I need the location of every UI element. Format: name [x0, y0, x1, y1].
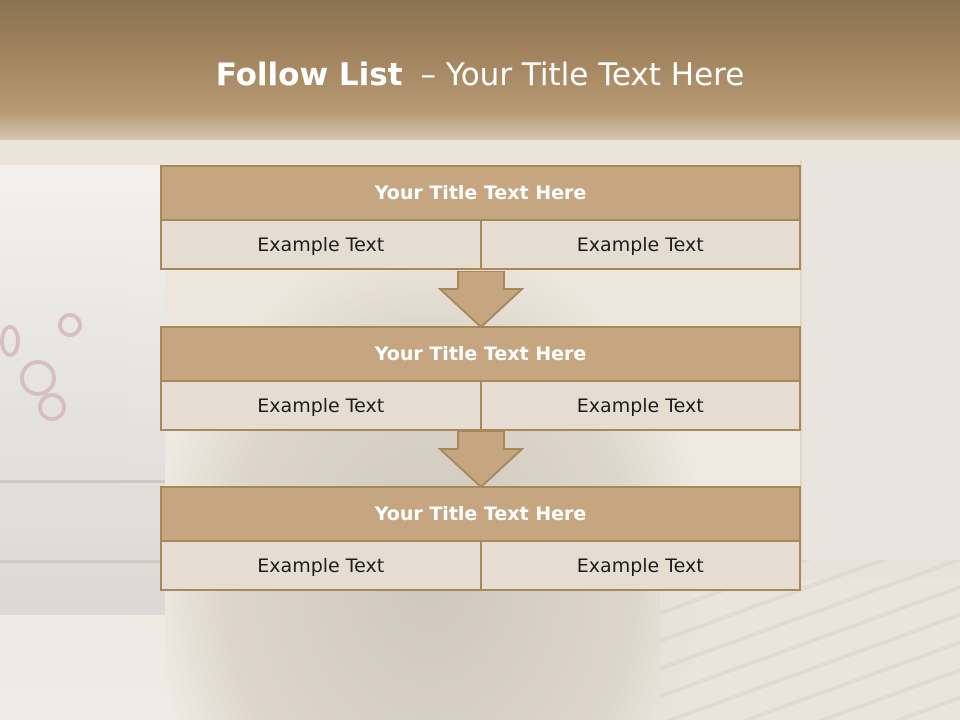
storefront [0, 165, 165, 615]
slide-title: Follow List – Your Title Text Here [0, 55, 960, 95]
block-row: Example Text Example Text [160, 542, 801, 591]
slide-title-bold: Follow List [215, 57, 403, 93]
escalator-rail [0, 480, 165, 483]
slide-title-rest: – Your Title Text Here [420, 57, 745, 93]
decoration-ring [38, 393, 66, 421]
wall-panel [800, 160, 960, 580]
block-title: Your Title Text Here [160, 326, 801, 382]
block-cell-left: Example Text [160, 221, 482, 270]
title-bar [0, 0, 960, 140]
block-cell-right: Example Text [479, 382, 801, 431]
decoration-ring [0, 325, 20, 357]
block-title: Your Title Text Here [160, 165, 801, 221]
down-arrow-icon [438, 431, 524, 489]
block-cell-left: Example Text [160, 542, 482, 591]
decoration-ring [58, 313, 82, 337]
escalator-rail [0, 560, 165, 563]
list-block: Your Title Text Here Example Text Exampl… [160, 486, 801, 591]
block-cell-left: Example Text [160, 382, 482, 431]
list-block: Your Title Text Here Example Text Exampl… [160, 326, 801, 431]
decoration-ring [20, 360, 56, 396]
block-cell-right: Example Text [479, 542, 801, 591]
block-row: Example Text Example Text [160, 221, 801, 270]
block-cell-right: Example Text [479, 221, 801, 270]
list-block: Your Title Text Here Example Text Exampl… [160, 165, 801, 270]
block-title: Your Title Text Here [160, 486, 801, 542]
down-arrow-icon [438, 271, 524, 329]
block-row: Example Text Example Text [160, 382, 801, 431]
